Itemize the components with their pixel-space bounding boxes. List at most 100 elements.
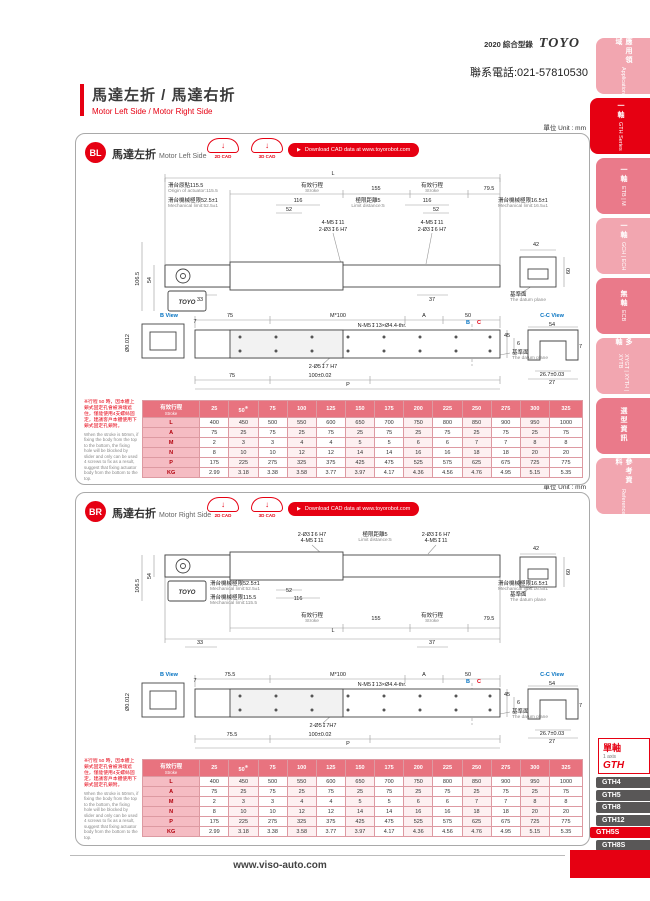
dim-label: 75 xyxy=(226,313,234,319)
row-label: L xyxy=(141,417,201,428)
footer-red-block xyxy=(570,850,650,878)
catalog-header: 2020 綜合型錄 TOYO xyxy=(484,36,580,52)
dim-label: B xyxy=(466,320,470,326)
cell: 6 xyxy=(432,437,463,448)
dim-label: C xyxy=(477,320,481,326)
cell: 6 xyxy=(403,796,434,807)
cell: 25 xyxy=(344,427,376,438)
dim-label: 滑台機械極限16.5±1 xyxy=(498,198,548,204)
cell: 6 xyxy=(432,796,463,807)
page-title: 馬達左折 / 馬達右折 xyxy=(92,87,236,104)
stroke-note-en: When the stroke is 50mm, if fixing the b… xyxy=(84,431,139,481)
cell: 475 xyxy=(374,816,405,827)
cell: 3.38 xyxy=(257,467,288,478)
panel-badge-bl: BL xyxy=(85,142,106,163)
side-tab-selection[interactable]: 選型資訊 xyxy=(596,398,650,454)
cell: 20 xyxy=(519,806,550,817)
cell: 5 xyxy=(374,437,405,448)
cell: 25 xyxy=(403,786,434,797)
cell: 10 xyxy=(257,447,288,458)
dim-label: 75.5 xyxy=(226,732,238,738)
dim-label: Ø0.012 xyxy=(125,334,131,353)
cad-links: ↓ 2D CAD ↓ 3D CAD xyxy=(204,138,286,159)
stroke-col-header: 100 xyxy=(286,400,317,418)
footer-url[interactable]: www.viso-auto.com xyxy=(233,860,327,871)
cell: 450 xyxy=(228,776,259,787)
cell: 8 xyxy=(519,796,550,807)
cad-2d-button[interactable]: ↓ 2D CAD xyxy=(204,497,242,518)
cell: 20 xyxy=(519,447,550,458)
tab-label-cn: 一軸 xyxy=(620,166,627,185)
model-nav-gth5[interactable]: GTH5 xyxy=(596,789,650,801)
page-title-block: 馬達左折 / 馬達右折 Motor Left Side / Motor Righ… xyxy=(80,84,236,116)
model-nav-gth5s[interactable]: GTH5S xyxy=(590,827,650,838)
cad-3d-button[interactable]: ↓ 3D CAD xyxy=(248,497,286,518)
model-nav-gth8[interactable]: GTH8 xyxy=(596,802,650,813)
cell: 2 xyxy=(199,437,230,448)
cell: 7 xyxy=(461,796,492,807)
cell: 5.35 xyxy=(548,467,584,478)
dim-label: 6 xyxy=(517,700,521,706)
cad-3d-button[interactable]: ↓ 3D CAD xyxy=(248,138,286,159)
stroke-col-header: 150 xyxy=(344,759,376,777)
cad-2d-button[interactable]: ↓ 2D CAD xyxy=(204,138,242,159)
dim-label: 基準面 xyxy=(512,709,529,715)
tab-label-cn: 一軸 xyxy=(620,221,627,240)
cell: 8 xyxy=(199,806,230,817)
cell: 4.17 xyxy=(374,826,405,837)
cell: 8 xyxy=(519,437,550,448)
stroke-col-header: 300 xyxy=(519,759,550,777)
cell: 7 xyxy=(490,796,521,807)
cell: 175 xyxy=(199,816,230,827)
dim-label: 54 xyxy=(147,573,153,580)
dim-label: The datum plane xyxy=(510,598,547,603)
dim-label: 155 xyxy=(371,186,381,192)
cell: 25 xyxy=(228,427,259,438)
model-nav-gth4[interactable]: GTH4 xyxy=(596,777,650,788)
dim-label: 2-Ø3↧6 H7 xyxy=(417,227,447,233)
download-cad-button[interactable]: ▶ Download CAD data at www.toyorobot.com xyxy=(288,143,420,157)
dim-label: Mechanical limit:115.5 xyxy=(210,601,258,606)
tab-label-en: ETB | M xyxy=(620,186,626,206)
dim-label: 106.5 xyxy=(135,579,141,593)
model-nav-gth8s[interactable]: GTH8S xyxy=(596,839,650,851)
cell: 4.56 xyxy=(432,467,463,478)
dim-label: The datum plane xyxy=(512,715,549,720)
stroke-col-header: 250 xyxy=(461,759,492,777)
cell: 75 xyxy=(490,786,521,797)
stroke-col-header: 50※ xyxy=(228,400,259,418)
cell: 425 xyxy=(344,816,376,827)
cell: 12 xyxy=(286,447,317,458)
tab-label-cn: 多軸 xyxy=(615,338,632,347)
cell: 8 xyxy=(199,447,230,458)
download-arrow-icon: ↓ xyxy=(221,499,225,509)
dim-label: 2-Ø5↧7H7 xyxy=(309,723,337,729)
dim-label: 2-Ø3↧6 H7 xyxy=(297,532,327,538)
model-nav-gth12[interactable]: GTH12 xyxy=(596,814,650,826)
dim-label: Stroke xyxy=(425,189,439,194)
dim-label: N-M5↧13×Ø4.4-thr. xyxy=(357,682,407,688)
cell: 75 xyxy=(548,427,584,438)
row-label: P xyxy=(141,816,201,827)
dim-label: The datum plane xyxy=(512,356,549,361)
row-label: A xyxy=(141,786,201,797)
download-cad-button[interactable]: ▶ Download CAD data at www.toyorobot.com xyxy=(288,502,420,516)
footer-divider xyxy=(70,855,565,856)
cell: 75 xyxy=(374,427,405,438)
cell: 4.76 xyxy=(461,826,492,837)
dim-label: 52 xyxy=(285,207,293,213)
